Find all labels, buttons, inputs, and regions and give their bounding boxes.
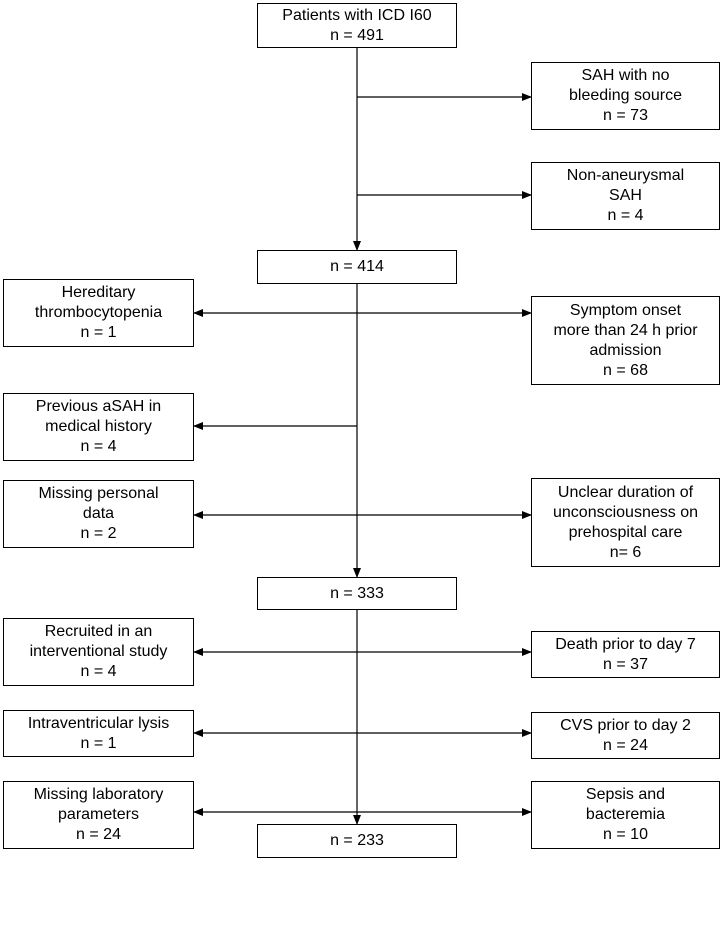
box-symptom-onset: Symptom onset more than 24 h prior admis… [531,296,720,385]
box-line: Patients with ICD I60 [282,6,432,24]
box-line: unconsciousness on [553,503,698,521]
box-line: Sepsis and [585,786,666,803]
box-line: n = 333 [330,584,384,602]
box-line: medical history [45,418,152,435]
box-line: n = 1 [80,324,117,341]
box-non-aneurysmal-sah: Non-aneurysmal SAH n = 4 [531,162,720,230]
box-line: n = 414 [330,258,384,275]
box-line: Symptom onset [569,301,682,319]
box-previous-asah: Previous aSAH in medical history n = 4 [3,393,194,461]
box-line: n = 2 [80,525,117,542]
box-line: n = 68 [603,361,648,379]
box-line: bacteremia [585,806,666,823]
box-line: Missing personal [38,485,159,502]
box-sah-no-bleeding-source: SAH with no bleeding source n = 73 [531,62,720,130]
box-line: Death prior to day 7 [555,635,696,653]
box-line: bleeding source [569,87,682,104]
box-n-233: n = 233 [257,824,457,858]
box-death-prior-day-7: Death prior to day 7 n = 37 [531,631,720,678]
box-line: SAH with no [581,67,670,84]
box-line: n= 6 [609,543,642,561]
box-line: Intraventricular lysis [27,714,170,732]
box-line: n = 1 [80,734,117,752]
box-line: Non-aneurysmal [566,167,685,184]
box-line: data [82,505,115,522]
box-line: n = 4 [80,438,117,455]
box-n-333: n = 333 [257,577,457,610]
box-missing-laboratory: Missing laboratory parameters n = 24 [3,781,194,849]
box-unclear-duration: Unclear duration of unconsciousness on p… [531,478,720,567]
box-line: Previous aSAH in [35,398,162,415]
box-line: Unclear duration of [557,483,694,501]
box-line: more than 24 h prior [553,321,698,339]
box-hereditary-thrombocytopenia: Hereditary thrombocytopenia n = 1 [3,279,194,347]
box-line: Missing laboratory [33,786,164,803]
box-line: prehospital care [568,523,683,541]
box-line: Recruited in an [44,623,153,640]
box-line: n = 73 [603,107,648,124]
box-line: n = 10 [603,826,648,843]
box-line: n = 24 [76,826,121,843]
box-line: Hereditary [61,284,136,301]
box-sepsis-bacteremia: Sepsis and bacteremia n = 10 [531,781,720,849]
box-line: n = 4 [607,207,644,224]
box-line: CVS prior to day 2 [560,716,691,734]
box-line: n = 233 [330,832,384,849]
box-patients-icd-i60: Patients with ICD I60 n = 491 [257,3,457,48]
box-line: SAH [609,187,642,204]
box-line: n = 37 [603,655,648,673]
box-line: n = 491 [330,26,384,44]
box-line: n = 4 [80,663,117,680]
box-n-414: n = 414 [257,250,457,284]
box-line: n = 24 [603,736,648,754]
box-line: parameters [58,806,139,823]
box-missing-personal-data: Missing personal data n = 2 [3,480,194,548]
box-line: interventional study [29,643,168,660]
box-intraventricular-lysis: Intraventricular lysis n = 1 [3,710,194,757]
box-interventional-study: Recruited in an interventional study n =… [3,618,194,686]
box-cvs-prior-day-2: CVS prior to day 2 n = 24 [531,712,720,759]
box-line: admission [589,341,662,359]
box-line: thrombocytopenia [34,304,163,321]
